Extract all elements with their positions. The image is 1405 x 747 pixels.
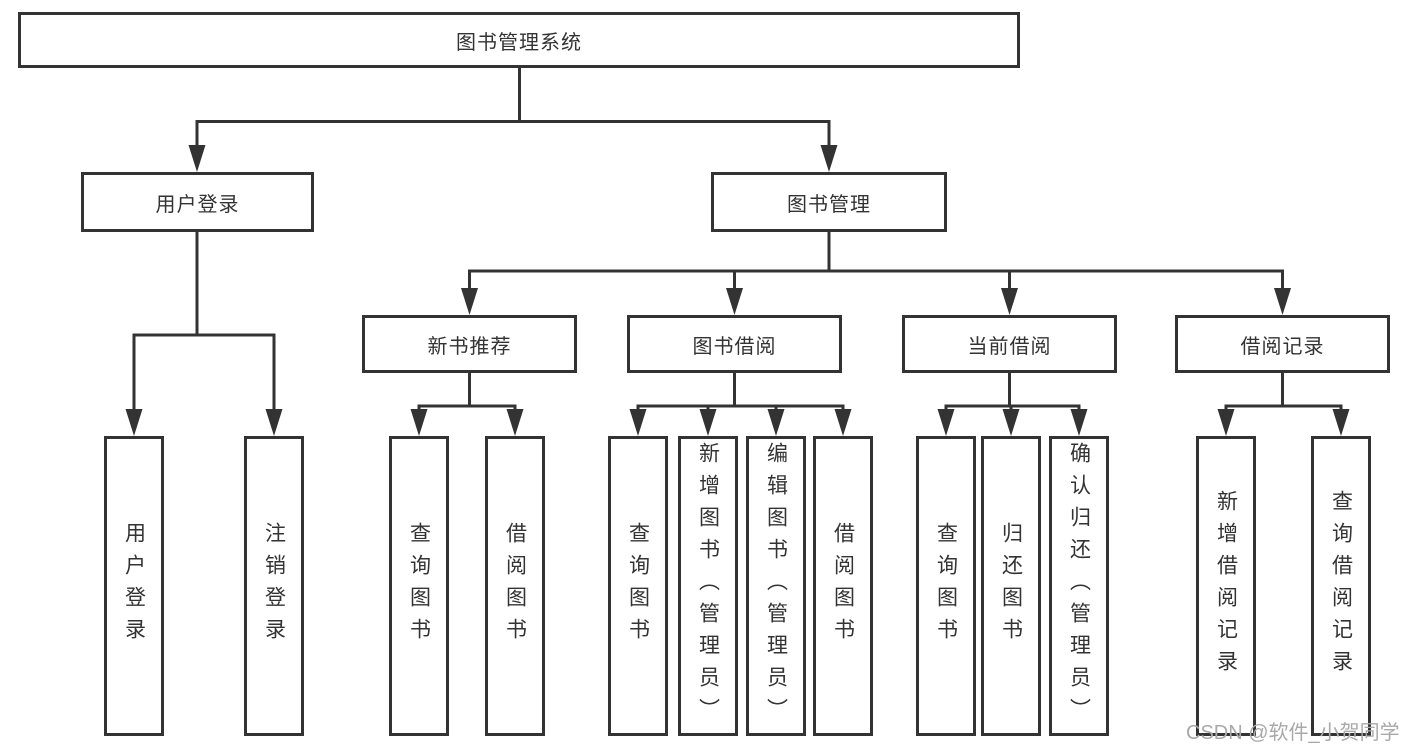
- node-label: 图书借阅: [692, 335, 777, 358]
- node-new-book-recommendation: 新书推荐: [362, 315, 577, 373]
- arrow-icon: [834, 409, 852, 436]
- node-label: 用户登录: [122, 522, 146, 650]
- node-library-system: 图书管理系统: [18, 12, 1020, 68]
- leaf-return-books: 归还图书: [981, 436, 1041, 736]
- leaf-query-books-borrowing: 查询图书: [608, 436, 668, 736]
- node-borrowing-records: 借阅记录: [1175, 315, 1390, 373]
- leaf-query-books-recommend: 查询图书: [389, 436, 449, 736]
- arrow-icon: [1001, 288, 1018, 315]
- leaf-borrow-books-recommend: 借阅图书: [485, 436, 545, 736]
- node-label: 新书推荐: [427, 335, 512, 358]
- arrow-icon: [937, 409, 955, 436]
- node-book-borrowing: 图书借阅: [627, 315, 842, 373]
- node-label: 查询借阅记录: [1329, 490, 1353, 682]
- arrowheads: [125, 145, 1350, 436]
- node-label: 查询图书: [934, 522, 958, 650]
- node-label: 借阅图书: [503, 522, 527, 650]
- connector-level2-rail: [195, 120, 831, 152]
- node-label: 确认归还（管理员）: [1067, 442, 1091, 730]
- node-label: 当前借阅: [967, 335, 1052, 358]
- node-label: 新增借阅记录: [1214, 490, 1238, 682]
- node-book-management: 图书管理: [711, 172, 947, 232]
- node-label: 查询图书: [626, 522, 650, 650]
- leaf-query-borrow-record: 查询借阅记录: [1311, 436, 1371, 736]
- node-label: 借阅图书: [831, 522, 855, 650]
- node-label: 注销登录: [262, 522, 286, 650]
- arrow-icon: [699, 409, 717, 436]
- arrow-icon: [767, 409, 785, 436]
- connector-level3-rail: [468, 269, 1284, 296]
- leaf-add-books-admin: 新增图书（管理员）: [678, 436, 738, 736]
- connector-userlogin-rail: [132, 333, 276, 416]
- node-label: 新增图书（管理员）: [696, 442, 720, 730]
- arrow-icon: [629, 409, 647, 436]
- arrow-icon: [410, 409, 428, 436]
- arrow-icon: [1002, 409, 1020, 436]
- connector-newrec-rail: [417, 404, 517, 416]
- node-label: 图书管理系统: [456, 31, 582, 54]
- arrow-icon: [1274, 288, 1291, 315]
- arrow-icon: [265, 409, 283, 436]
- arrow-icon: [726, 288, 743, 315]
- node-label: 借阅记录: [1240, 335, 1325, 358]
- leaf-logout: 注销登录: [244, 436, 304, 736]
- leaf-borrow-books-borrowing: 借阅图书: [813, 436, 873, 736]
- node-label: 用户登录: [155, 193, 240, 216]
- node-label: 归还图书: [999, 522, 1023, 650]
- arrow-icon: [820, 145, 838, 172]
- arrow-icon: [188, 145, 206, 172]
- connector-records-rail: [1224, 404, 1343, 416]
- node-label: 图书管理: [787, 193, 871, 216]
- connector-borrowing-rail: [636, 404, 845, 416]
- watermark: CSDN @软件_小贺同学: [1186, 722, 1400, 744]
- arrow-icon: [1070, 409, 1088, 436]
- node-label: 编辑图书（管理员）: [764, 442, 788, 730]
- arrow-icon: [1217, 409, 1235, 436]
- leaf-edit-books-admin: 编辑图书（管理员）: [746, 436, 806, 736]
- node-current-borrowing: 当前借阅: [902, 315, 1117, 373]
- arrow-icon: [461, 288, 478, 315]
- leaf-user-login: 用户登录: [104, 436, 164, 736]
- arrow-icon: [1332, 409, 1350, 436]
- leaf-add-borrow-record: 新增借阅记录: [1196, 436, 1256, 736]
- arrow-icon: [125, 409, 143, 436]
- arrow-icon: [506, 409, 524, 436]
- leaf-query-books-current: 查询图书: [916, 436, 976, 736]
- node-label: 查询图书: [407, 522, 431, 650]
- leaf-confirm-return-admin: 确认归还（管理员）: [1049, 436, 1109, 736]
- node-user-login: 用户登录: [81, 172, 314, 232]
